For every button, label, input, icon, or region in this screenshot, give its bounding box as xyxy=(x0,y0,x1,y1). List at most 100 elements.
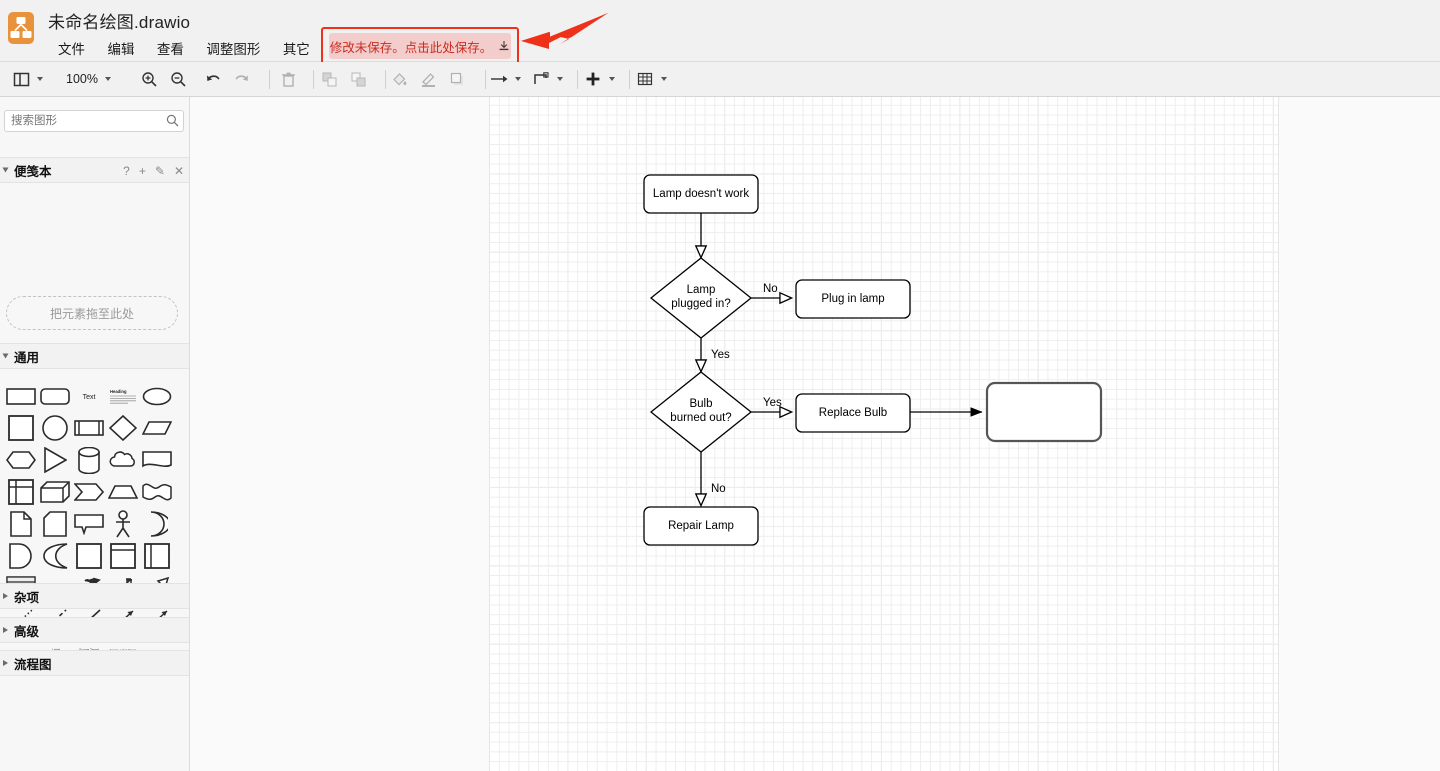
zoom-in-button[interactable] xyxy=(136,66,162,92)
shape-actor-icon[interactable] xyxy=(106,508,140,540)
sidebar-section-advanced[interactable]: 高级 xyxy=(0,617,189,643)
shape-parallelogram-icon[interactable] xyxy=(140,412,174,444)
node-lamp-plugged-in[interactable]: Lamp plugged in? xyxy=(649,257,753,339)
shape-cube-icon[interactable] xyxy=(38,476,72,508)
toolbar-separator xyxy=(485,69,486,89)
waypoints-caret-icon[interactable] xyxy=(554,66,566,92)
connection-caret-icon[interactable] xyxy=(512,66,524,92)
shape-row xyxy=(4,540,189,572)
scratchpad-add-icon[interactable]: + xyxy=(138,164,146,178)
shape-hexagon-icon[interactable] xyxy=(4,444,38,476)
node-lamp-doesnt-work[interactable]: Lamp doesn't work xyxy=(643,174,759,214)
menu-arrange[interactable]: 调整图形 xyxy=(206,42,261,57)
shape-header-box-icon[interactable] xyxy=(106,540,140,572)
plus-icon[interactable] xyxy=(580,66,606,92)
node-bulb-burned-out[interactable]: Bulb burned out? xyxy=(649,371,753,453)
download-save-icon xyxy=(498,40,510,52)
node-plug-in-lamp[interactable]: Plug in lamp xyxy=(795,279,911,319)
node-repair-lamp[interactable]: Repair Lamp xyxy=(643,506,759,546)
toolbar-separator xyxy=(629,69,630,89)
shape-rectangle-icon[interactable] xyxy=(4,380,38,412)
view-layout-caret-icon[interactable] xyxy=(34,66,46,92)
shape-loop-limit-icon[interactable] xyxy=(38,540,72,572)
chevron-right-icon xyxy=(3,627,8,633)
shape-side-box-icon[interactable] xyxy=(140,540,174,572)
edge-label-no-bulb: No xyxy=(711,483,726,495)
menu-extras[interactable]: 其它 xyxy=(282,42,310,57)
sidebar-section-scratchpad[interactable]: 便笺本 ? + ✎ ✕ xyxy=(0,157,189,183)
shape-tape-icon[interactable] xyxy=(140,476,174,508)
arrow-right-icon[interactable] xyxy=(486,66,512,92)
insert-caret-icon[interactable] xyxy=(606,66,618,92)
node-label: Replace Bulb xyxy=(819,407,887,419)
toolbar-separator xyxy=(385,69,386,89)
scratchpad-dropzone[interactable]: 把元素拖至此处 xyxy=(6,296,178,330)
shape-rounded-rect-icon[interactable] xyxy=(38,380,72,412)
shape-row xyxy=(4,508,189,540)
document-title: 未命名绘图.drawio xyxy=(48,13,191,32)
shape-cylinder-icon[interactable] xyxy=(72,444,106,476)
undo-button[interactable] xyxy=(200,66,226,92)
edge-label-yes-plugged: Yes xyxy=(711,349,730,361)
sidebar-section-advanced-label: 高级 xyxy=(14,624,40,639)
table-caret-icon[interactable] xyxy=(658,66,670,92)
shape-card-icon[interactable] xyxy=(38,508,72,540)
shape-note-icon[interactable] xyxy=(4,508,38,540)
menu-edit[interactable]: 编辑 xyxy=(107,42,135,57)
sidebar-section-general-label: 通用 xyxy=(14,350,40,365)
scratchpad-close-icon[interactable]: ✕ xyxy=(173,164,184,178)
toolbar-separator xyxy=(577,69,578,89)
table-grid-icon[interactable] xyxy=(632,66,658,92)
shape-step-icon[interactable] xyxy=(72,476,106,508)
menu-file[interactable]: 文件 xyxy=(58,42,85,57)
shape-ellipse-icon[interactable] xyxy=(140,380,174,412)
shape-document-icon[interactable] xyxy=(140,444,174,476)
svg-text:Heading: Heading xyxy=(110,389,127,394)
zoom-level-label[interactable]: 100% xyxy=(66,72,98,86)
toolbar-separator xyxy=(313,69,314,89)
toolbar-separator xyxy=(269,69,270,89)
waypoint-icon[interactable] xyxy=(528,66,554,92)
shape-row: Text Heading xyxy=(4,380,189,412)
zoom-level-caret-icon[interactable] xyxy=(102,66,114,92)
node-replace-bulb[interactable]: Replace Bulb xyxy=(795,393,911,433)
shape-square-icon[interactable] xyxy=(4,412,38,444)
flowchart-graph: Lamp doesn't work Lamp plugged in? Plug … xyxy=(643,174,1103,546)
shape-internal-storage-icon[interactable] xyxy=(4,476,38,508)
shape-callout-icon[interactable] xyxy=(72,508,106,540)
zoom-out-button[interactable] xyxy=(165,66,191,92)
shape-or-icon[interactable] xyxy=(140,508,174,540)
edge-label-layer: No Yes Yes No xyxy=(711,283,782,495)
shape-triangle-icon[interactable] xyxy=(38,444,72,476)
node-label: Lamp doesn't work xyxy=(653,188,749,200)
shape-diamond-icon[interactable] xyxy=(106,412,140,444)
shape-textbox-icon[interactable]: Heading xyxy=(106,380,140,412)
sidebar-section-misc-label: 杂项 xyxy=(14,590,40,605)
menu-view[interactable]: 查看 xyxy=(156,42,184,57)
scratchpad-help-icon[interactable]: ? xyxy=(123,164,130,178)
node-empty-box[interactable] xyxy=(985,381,1103,443)
edge-label-no-plugged: No xyxy=(763,283,778,295)
shape-circle-icon[interactable] xyxy=(38,412,72,444)
sidebar-section-misc[interactable]: 杂项 xyxy=(0,583,189,609)
search-icon[interactable] xyxy=(166,114,179,132)
shape-delay-icon[interactable] xyxy=(4,540,38,572)
diagram-page[interactable] xyxy=(490,97,1278,771)
shape-text-icon[interactable]: Text xyxy=(72,380,106,412)
search-input[interactable] xyxy=(4,110,184,132)
view-layout-button[interactable] xyxy=(8,66,34,92)
unsaved-changes-save-button[interactable]: 修改未保存。点击此处保存。 xyxy=(329,33,511,59)
shape-square2-icon[interactable] xyxy=(72,540,106,572)
toolbar: 100% xyxy=(0,62,1440,97)
edge-layer xyxy=(694,213,983,508)
shape-trapezoid-icon[interactable] xyxy=(106,476,140,508)
chevron-down-icon xyxy=(2,353,9,359)
shape-process-icon[interactable] xyxy=(72,412,106,444)
drawio-logo-icon xyxy=(8,12,34,44)
diagram-canvas[interactable]: Lamp doesn't work Lamp plugged in? Plug … xyxy=(190,97,1440,771)
scratchpad-edit-icon[interactable]: ✎ xyxy=(154,164,165,178)
sidebar-section-flowchart[interactable]: 流程图 xyxy=(0,650,189,676)
sidebar-section-general[interactable]: 通用 xyxy=(0,343,189,369)
shape-cloud-icon[interactable] xyxy=(106,444,140,476)
redo-button xyxy=(229,66,255,92)
